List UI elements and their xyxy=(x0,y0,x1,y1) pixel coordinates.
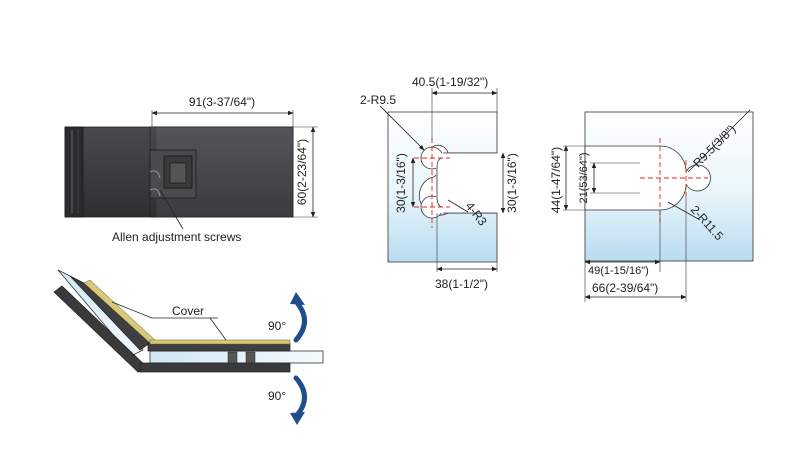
cover-label: Cover xyxy=(172,304,204,318)
horizontal-cover xyxy=(149,339,291,345)
notch-view-1: 40.5(1-19/32") 2-R9.5 30(1-3/16") 30(1-3… xyxy=(360,75,519,291)
notch1-radius-top: 2-R9.5 xyxy=(360,93,396,107)
rotate-up-arrow xyxy=(293,301,307,343)
notch-view-2: 44(1-47/64") 21(53/64") R9.5(3/8") 2-R11… xyxy=(549,109,754,302)
angle-down-label: 90° xyxy=(268,389,286,403)
notch2-total-height: 44(1-47/64") xyxy=(549,147,563,213)
notch2-total-width: 66(2-39/64") xyxy=(592,281,658,295)
angled-glass xyxy=(57,269,144,357)
notch1-width-dim: 40.5(1-19/32") xyxy=(412,75,488,89)
hinge-edge xyxy=(64,126,84,218)
angle-up-label: 90° xyxy=(268,319,286,333)
notch1-left-height: 30(1-3/16") xyxy=(394,153,408,213)
notch2-inner-height: 21(53/64") xyxy=(578,153,590,204)
notch2-depth-dim: 49(1-15/16") xyxy=(588,265,649,277)
side-hinge-view: Cover 90° 90° xyxy=(53,269,324,425)
top-hinge-view: 91(3-37/64") 60(2-23/64") Allen adjustme… xyxy=(64,95,318,244)
top-height-dim: 60(2-23/64") xyxy=(295,139,309,205)
screws-label: Allen adjustment screws xyxy=(112,230,241,244)
top-width-dim: 91(3-37/64") xyxy=(189,95,255,109)
rotate-down-arrow xyxy=(293,375,307,417)
notch1-right-height: 30(1-3/16") xyxy=(505,153,519,213)
notch1-bottom-dim: 38(1-1/2") xyxy=(435,277,488,291)
